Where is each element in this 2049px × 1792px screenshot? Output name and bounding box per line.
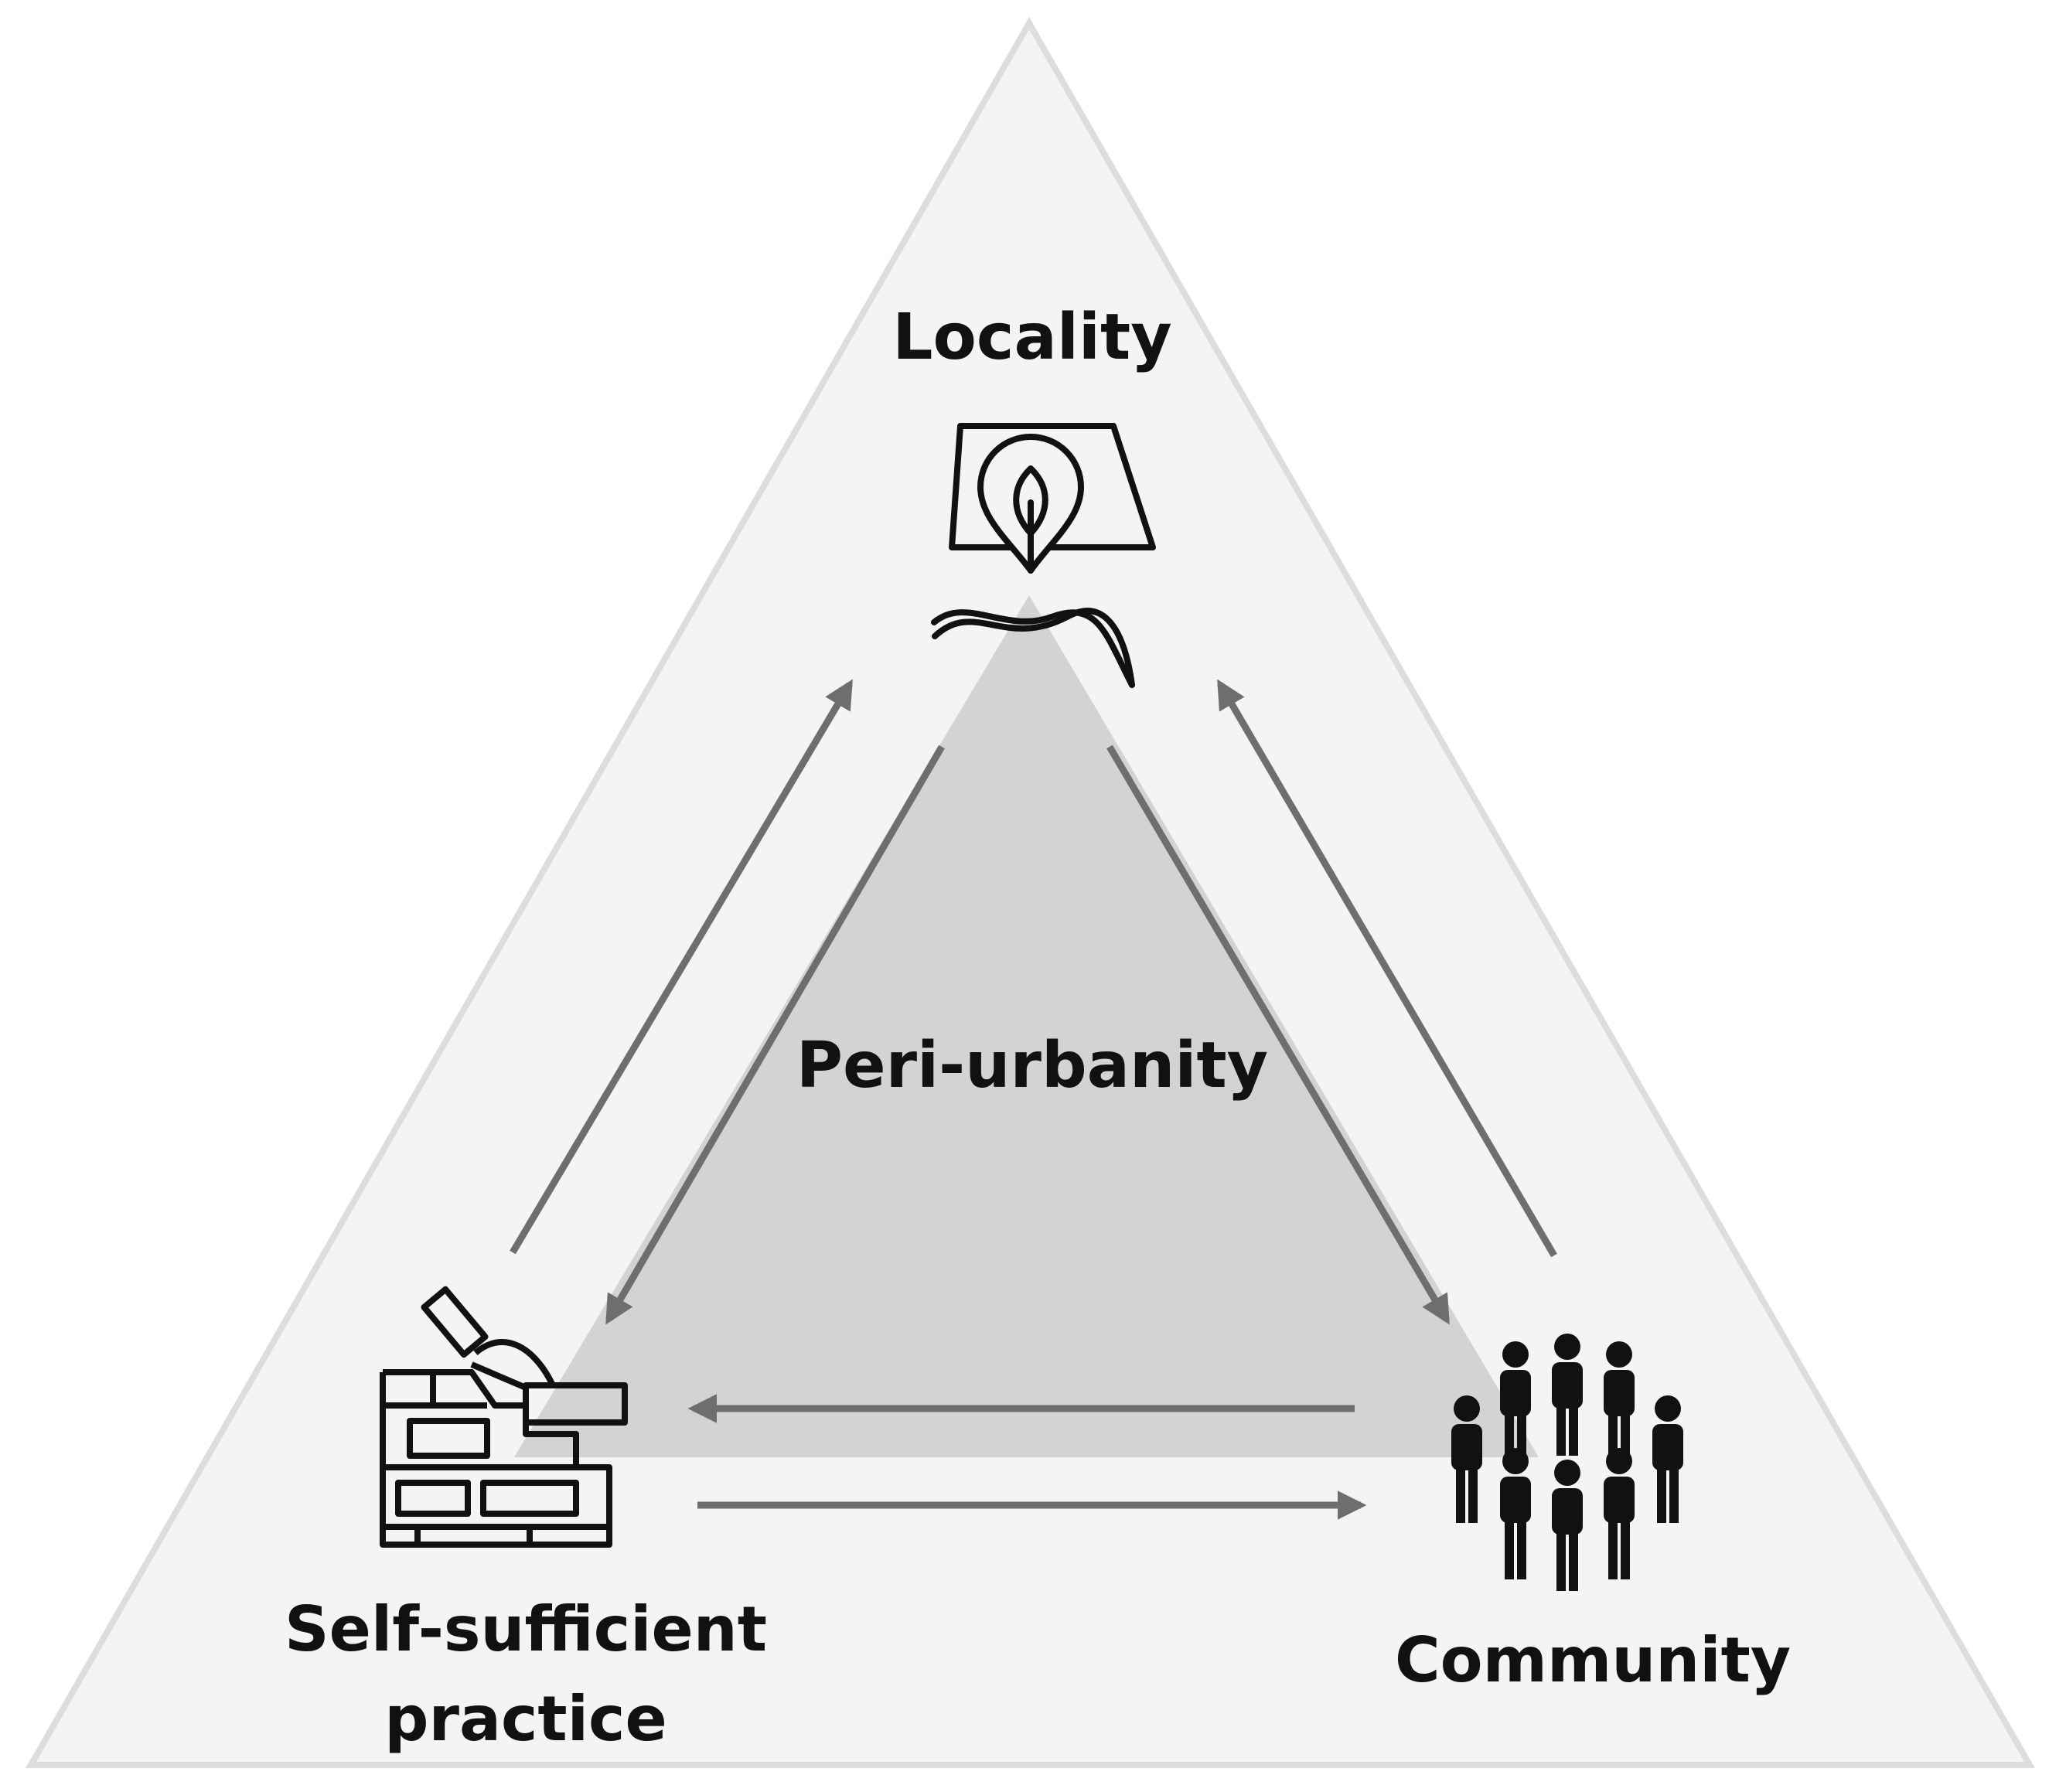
brick-wall-trowel-icon: [380, 1286, 628, 1548]
arrow-locality-to-community: [1106, 744, 1450, 1325]
arrow-locality-to-practice: [605, 744, 945, 1325]
arrows-group: [510, 679, 1557, 1520]
inner-triangle: [514, 595, 1539, 1457]
person-icon: [1552, 1334, 1583, 1456]
arrow-practice-to-locality: [510, 679, 853, 1255]
center-label: Peri-urbanity: [796, 1029, 1269, 1102]
person-icon: [1552, 1460, 1583, 1591]
person-icon: [1652, 1395, 1683, 1523]
self-sufficient-practice-label: Self-sufficient practice: [216, 1585, 835, 1764]
person-icon: [1451, 1395, 1482, 1523]
person-icon: [1604, 1448, 1635, 1579]
person-icon: [1500, 1341, 1531, 1456]
people-group-icon: [1451, 1334, 1683, 1591]
practice-label-line2: practice: [384, 1683, 667, 1755]
person-icon: [1500, 1448, 1531, 1579]
arrow-community-to-locality: [1217, 679, 1557, 1258]
person-icon: [1604, 1341, 1635, 1456]
practice-label-line1: Self-sufficient: [285, 1593, 767, 1665]
map-location-leaf-icon: [931, 423, 1156, 688]
locality-label: Locality: [892, 301, 1172, 374]
community-label: Community: [1394, 1624, 1792, 1696]
